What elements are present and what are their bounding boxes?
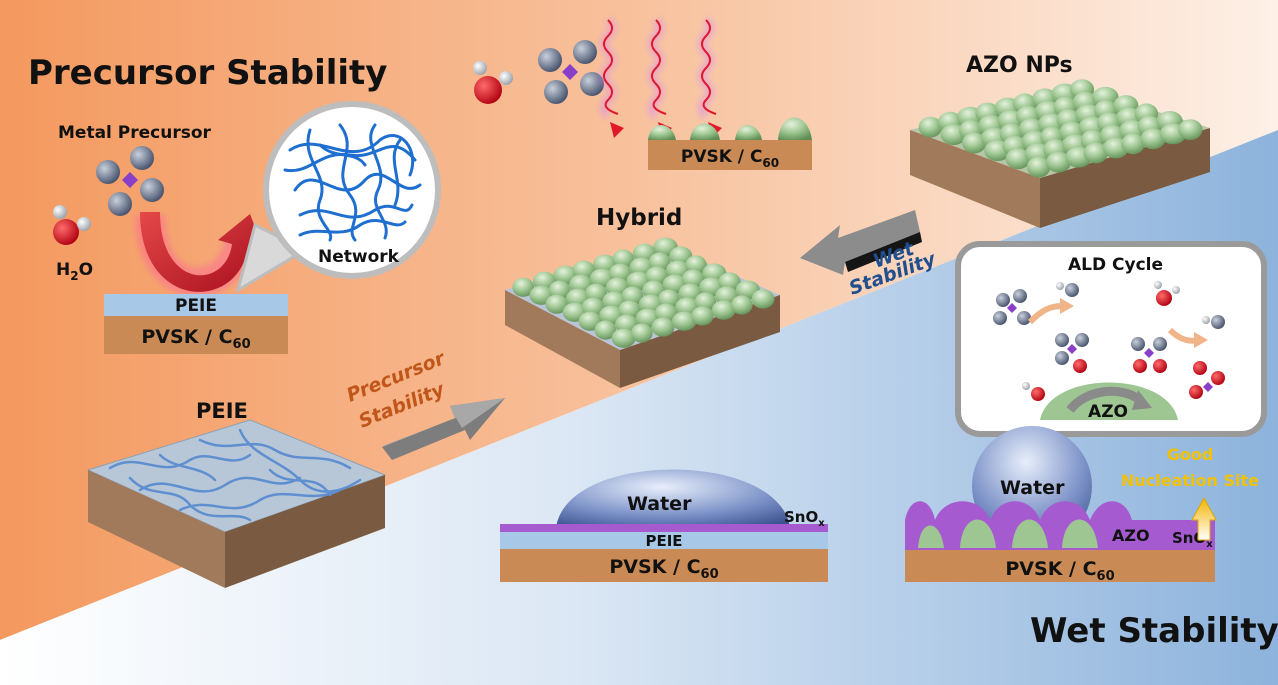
hybrid-nanoparticle bbox=[594, 320, 617, 340]
hybrid-nanoparticle bbox=[651, 317, 675, 337]
precursor-stability-arrow bbox=[382, 398, 505, 460]
hybrid-nanoparticle bbox=[545, 294, 568, 314]
ald-azo-label: AZO bbox=[1088, 402, 1128, 422]
wet-stability-arrow bbox=[800, 210, 922, 275]
azo-label-right: AZO bbox=[1112, 526, 1150, 545]
peie-layer-middle bbox=[500, 532, 828, 549]
water-molecule-top bbox=[473, 61, 513, 104]
pvsk-label-right: PVSK / C60 bbox=[1005, 558, 1114, 584]
water-label-middle: Water bbox=[627, 493, 692, 515]
pvsk-substrate-middle bbox=[500, 549, 828, 582]
azo-nanoparticle bbox=[1178, 119, 1203, 140]
reaction-arrow bbox=[140, 212, 264, 292]
ald-arrowhead-1 bbox=[1060, 298, 1074, 314]
water-droplet-middle bbox=[556, 469, 790, 528]
nucleation-site-label: Nucleation Site bbox=[1121, 471, 1259, 490]
azo-particles-right bbox=[918, 519, 1098, 548]
azo-nanoparticle bbox=[918, 116, 942, 138]
ald-cycle-panel bbox=[955, 241, 1267, 437]
azo-nanoparticle bbox=[1026, 156, 1051, 178]
azo-nanoparticle bbox=[1140, 128, 1166, 150]
precursor-molecule-left bbox=[96, 146, 164, 216]
water-label-right: Water bbox=[1000, 477, 1065, 499]
metal-precursor-label: Metal Precursor bbox=[58, 123, 212, 143]
pvsk-label-left: PVSK / C60 bbox=[141, 326, 250, 352]
peie-label-middle: PEIE bbox=[645, 532, 682, 550]
hybrid-nanoparticle bbox=[711, 300, 736, 320]
hybrid-nanoparticle bbox=[611, 328, 636, 348]
hybrid-nanoparticle bbox=[631, 323, 653, 343]
pvsk-substrate-right bbox=[905, 550, 1215, 582]
water-molecule-left bbox=[53, 205, 91, 245]
ald-azo-curve-arrowhead bbox=[1132, 390, 1152, 410]
hybrid-label: Hybrid bbox=[596, 205, 682, 231]
ald-cycle-label: ALD Cycle bbox=[1068, 255, 1163, 275]
h2o-label: H2O bbox=[56, 260, 93, 283]
azo-nanoparticle bbox=[1046, 151, 1072, 173]
uv-substrate-particles bbox=[648, 117, 812, 140]
sno-layer-middle bbox=[500, 524, 828, 532]
peie-layer-label: PEIE bbox=[175, 296, 217, 316]
hybrid-block bbox=[505, 237, 780, 388]
hybrid-nanoparticle bbox=[672, 311, 697, 331]
peie-block-label: PEIE bbox=[196, 399, 248, 423]
hybrid-nanoparticle bbox=[751, 289, 775, 309]
pvsk-substrate-left bbox=[104, 316, 288, 354]
good-label: Good bbox=[1167, 445, 1214, 464]
ald-molecules bbox=[993, 281, 1225, 401]
azo-nps-block bbox=[910, 79, 1210, 228]
pvsk-label-middle: PVSK / C60 bbox=[609, 556, 718, 582]
sno-label-middle: SnOx bbox=[784, 508, 825, 529]
azo-nanoparticle bbox=[1005, 148, 1031, 170]
azo-nanoparticle bbox=[962, 132, 987, 154]
precursor-molecule-top bbox=[538, 40, 604, 104]
uv-substrate bbox=[648, 140, 812, 170]
peie-layer bbox=[104, 294, 288, 316]
polymer-network bbox=[283, 123, 422, 242]
uv-light-rays bbox=[599, 16, 722, 138]
peie-block bbox=[86, 419, 387, 588]
azo-nanoparticle bbox=[1121, 133, 1145, 155]
pvsk-label-top: PVSK / C60 bbox=[681, 147, 779, 170]
hybrid-nanoparticle bbox=[512, 277, 534, 297]
network-label: Network bbox=[318, 247, 400, 267]
ald-azo-curve-arrow bbox=[1066, 386, 1143, 413]
precursor-stability-title: Precursor Stability bbox=[28, 53, 387, 93]
ald-arrow-1 bbox=[1027, 303, 1063, 325]
wet-stability-title: Wet Stability bbox=[1030, 611, 1278, 651]
azo-nps-label: AZO NPs bbox=[966, 53, 1073, 78]
nucleation-up-arrow bbox=[1191, 496, 1217, 541]
hybrid-nanoparticle bbox=[731, 295, 753, 315]
azo-nanoparticle bbox=[1083, 142, 1108, 164]
ald-arrowhead-2 bbox=[1194, 332, 1208, 348]
hybrid-nanoparticle bbox=[691, 306, 714, 326]
